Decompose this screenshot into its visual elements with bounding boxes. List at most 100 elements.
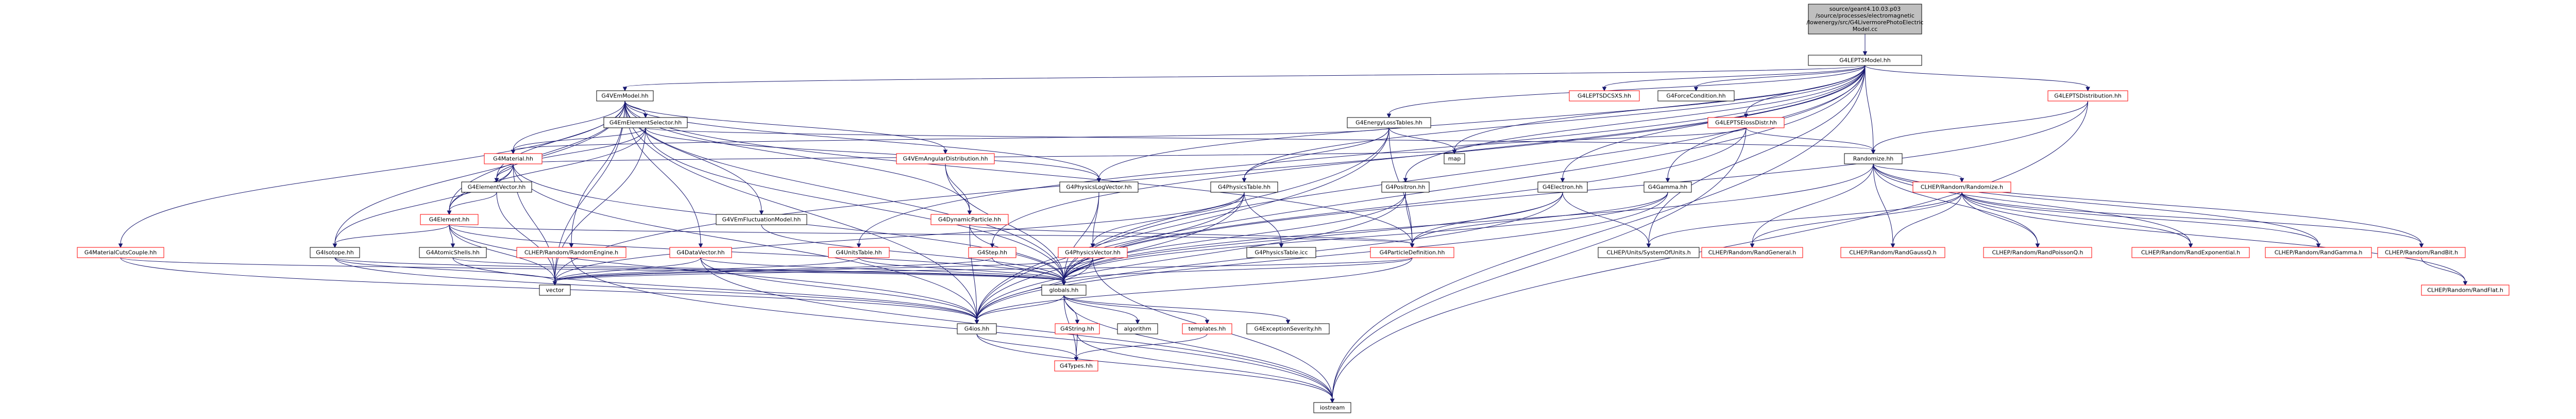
node-emelemsel[interactable]: G4EmElementSelector.hh [603,117,688,128]
node-algorithm[interactable]: algorithm [1117,323,1158,334]
node-label: G4Types.hh [1060,363,1093,370]
dependency-edge [1873,163,1964,183]
node-atomsym[interactable]: G4AtomicShells.hh [419,247,487,258]
node-label: G4EmElementSelector.hh [609,120,682,126]
node-isotope[interactable]: G4Isotope.hh [310,247,360,258]
node-vemodel[interactable]: G4VEmModel.hh [596,90,654,102]
node-randbit[interactable]: CLHEP/Random/RandBit.h [2377,247,2466,258]
node-vemangdist[interactable]: G4VEmAngularDistribution.hh [896,153,995,164]
node-randpoisson[interactable]: CLHEP/Random/RandPoissonQ.h [1983,247,2092,258]
node-positron[interactable]: G4Positron.hh [1381,181,1430,193]
node-forcecond[interactable]: G4ForceCondition.hh [1657,90,1735,102]
node-randexp[interactable]: CLHEP/Random/RandExponential.h [2131,247,2250,258]
node-model_h[interactable]: G4LEPTSModel.hh [1808,55,1922,66]
node-physicstable[interactable]: G4PhysicsTable.hh [1210,181,1278,193]
node-vemfluct[interactable]: G4VEmFluctuationModel.hh [716,214,807,225]
node-material[interactable]: G4Material.hh [484,153,543,164]
node-clhepunits[interactable]: CLHEP/Units/SystemOfUnits.h [1598,247,1700,258]
node-randomengine[interactable]: CLHEP/Random/RandomEngine.h [516,247,626,258]
node-exception[interactable]: G4ExceptionSeverity.hh [1246,323,1330,334]
dependency-edge [1063,295,1291,325]
dependency-edge [974,295,1064,325]
dependency-edge [1961,192,2424,248]
node-element[interactable]: G4Element.hh [420,214,479,225]
node-leptsxs[interactable]: G4LEPTSDistribution.hh [2047,90,2128,102]
node-clhepranomize[interactable]: CLHEP/Random/Randomize.h [1912,181,2011,193]
node-globals[interactable]: globals.hh [1041,284,1087,296]
node-label: G4PhysicsVector.hh [1065,249,1121,256]
node-box [1808,4,1922,35]
node-types[interactable]: G4Types.hh [1054,360,1098,372]
node-leptselossdist[interactable]: G4LEPTSElossDistr.hh [1707,117,1785,128]
node-unitstable[interactable]: G4UnitsTable.hh [828,247,890,258]
node-label: CLHEP/Random/RandGamma.h [2275,249,2363,256]
node-particledef[interactable]: G4ParticleDefinition.hh [1370,247,1454,258]
node-physicstablecc[interactable]: G4PhysicsTable.icc [1246,247,1316,258]
node-ios[interactable]: G4ios.hh [957,323,997,334]
node-label: G4LEPTSElossDistr.hh [1715,120,1777,126]
node-randgauss[interactable]: CLHEP/Random/RandGeneral.h [1701,247,1803,258]
node-label: /lowenergy/src/G4LivermorePhotoElectric [1806,19,1923,26]
node-randflat[interactable]: CLHEP/Random/RandFlat.h [2421,284,2510,296]
node-label: G4DynamicParticle.hh [938,216,1001,223]
node-label: vector [546,287,564,294]
node-box [539,284,571,296]
node-map[interactable]: map [1444,153,1465,164]
node-templates[interactable]: templates.hh [1182,323,1232,334]
dependency-edge [1063,295,1140,325]
dependency-edge [332,163,514,248]
node-label: CLHEP/Random/RandGeneral.h [1708,249,1797,256]
node-randomize[interactable]: Randomize.hh [1844,153,1903,164]
node-leptsdcs[interactable]: G4LEPTSDCSXS.hh [1569,90,1640,102]
node-g4string[interactable]: G4String.hh [1055,323,1100,334]
node-datavector[interactable]: G4DataVector.hh [669,247,732,258]
dependency-edge [1873,163,1895,248]
node-box [1569,90,1640,102]
node-label: CLHEP/Random/RandExponential.h [2141,249,2240,256]
node-dynparticle[interactable]: G4DynamicParticle.hh [930,214,1009,225]
node-randgaussq[interactable]: CLHEP/Random/RandGaussQ.h [1840,247,1945,258]
node-materialcuts[interactable]: G4MaterialCutsCouple.hh [77,247,164,258]
node-step[interactable]: G4Step.hh [968,247,1016,258]
node-box [1210,181,1278,193]
node-physlogvec[interactable]: G4PhysicsLogVector.hh [1059,181,1139,193]
node-randgamma[interactable]: CLHEP/Random/RandGamma.h [2265,247,2372,258]
node-label: G4PhysicsTable.icc [1255,249,1308,256]
node-label: G4Electron.hh [1543,184,1583,191]
node-gamma[interactable]: G4Gamma.hh [1643,181,1692,193]
node-box [1844,153,1903,164]
node-vector[interactable]: vector [539,284,571,296]
dependency-edge [447,192,497,215]
dependency-edge [1961,192,2193,248]
node-box [1444,153,1465,164]
node-box [461,181,532,193]
dependency-edge [1330,65,1866,404]
dependency-edge [622,65,1866,92]
dependency-edge [552,257,1413,286]
node-box [420,214,479,225]
node-label: G4Isotope.hh [316,249,353,256]
dependency-edge [1865,65,2090,92]
node-box [77,247,164,258]
node-physvector[interactable]: G4PhysicsVector.hh [1058,247,1128,258]
node-box [1808,55,1922,66]
node-box [1701,247,1803,258]
dependency-edge [974,257,1413,325]
node-label: source/geant4.10.03.p03 [1829,6,1901,12]
node-electron[interactable]: G4Electron.hh [1537,181,1588,193]
node-box [310,247,360,258]
node-elemvector[interactable]: G4ElementVector.hh [461,181,532,193]
dependency-edge [1862,34,1868,56]
dependency-edge [1061,192,1668,286]
node-iostream[interactable]: iostream [1313,402,1351,413]
node-box [957,323,997,334]
node-box [484,153,543,164]
edge-layer [118,34,2468,404]
node-root: source/geant4.10.03.p03/source/processes… [1806,4,1924,35]
node-energyloss[interactable]: G4EnergyLossTables.hh [1347,117,1431,128]
dependency-edge [1061,127,1389,286]
node-label: G4ios.hh [964,326,990,332]
node-label: CLHEP/Random/RandGaussQ.h [1849,249,1937,256]
dependency-edge [969,224,1415,248]
